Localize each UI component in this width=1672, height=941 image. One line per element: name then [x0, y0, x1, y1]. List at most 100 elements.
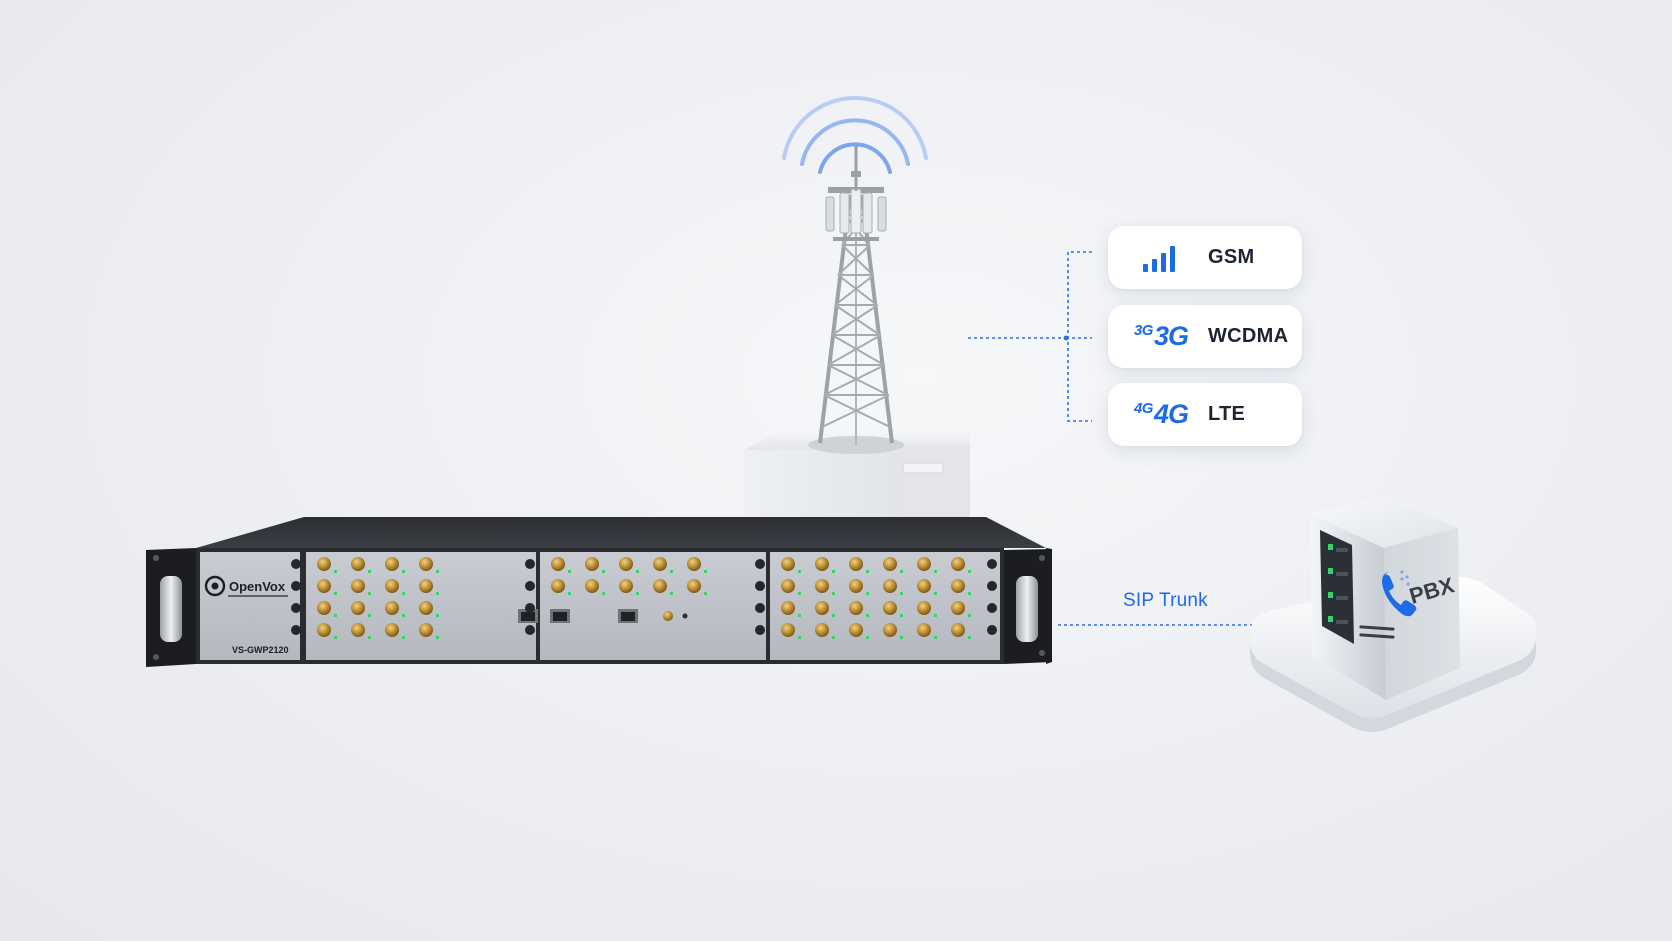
module-screw: [987, 581, 997, 591]
sma-connector: [385, 579, 399, 593]
module-screw: [755, 625, 765, 635]
sma-connector: [849, 623, 863, 637]
status-led: [704, 570, 707, 573]
sma-connector: [883, 557, 897, 571]
sma-connector: [951, 579, 965, 593]
module-screw: [291, 581, 301, 591]
network-label-wcdma: WCDMA: [1208, 325, 1289, 347]
brand-name: OpenVox: [229, 579, 286, 594]
sma-connector: [351, 623, 365, 637]
status-led: [402, 636, 405, 639]
sma-connector: [883, 623, 897, 637]
status-led: [900, 636, 903, 639]
module-screw: [755, 581, 765, 591]
openvox-logo: OpenVox: [204, 575, 288, 597]
status-led: [368, 614, 371, 617]
signal-bars-icon: [1126, 238, 1196, 278]
status-led: [866, 614, 869, 617]
status-led: [934, 592, 937, 595]
sma-connector: [687, 557, 701, 571]
sma-connector: [351, 579, 365, 593]
sma-connector: [815, 601, 829, 615]
status-led: [866, 570, 869, 573]
sma-connector: [951, 601, 965, 615]
4g-icon: 4G 4G: [1126, 395, 1196, 435]
sma-connector: [385, 557, 399, 571]
3g-icon: 3G 3G: [1126, 317, 1196, 357]
cell-tower: [744, 145, 970, 545]
network-badge-wcdma: 3G 3G WCDMA: [1108, 305, 1302, 368]
status-led: [402, 592, 405, 595]
4g-big-glyph: 4G: [1153, 399, 1189, 429]
status-led: [832, 592, 835, 595]
sma-connector: [317, 623, 331, 637]
status-led: [402, 570, 405, 573]
status-led: [334, 570, 337, 573]
antenna-connectors: [291, 557, 997, 639]
sma-connector: [585, 557, 599, 571]
status-led: [968, 636, 971, 639]
status-led: [832, 570, 835, 573]
status-led: [934, 636, 937, 639]
sma-connector: [815, 623, 829, 637]
sma-connector: [653, 579, 667, 593]
4g-small-glyph: 4G: [1133, 400, 1154, 417]
sma-connector: [951, 557, 965, 571]
status-led: [798, 592, 801, 595]
network-badge-lte: 4G 4G LTE: [1108, 383, 1302, 446]
sma-connector: [781, 579, 795, 593]
network-badge-gsm: GSM: [1108, 226, 1302, 289]
sma-connector: [385, 623, 399, 637]
sma-connector: [951, 623, 965, 637]
status-led: [602, 592, 605, 595]
sma-connector: [317, 557, 331, 571]
sip-trunk-label: SIP Trunk: [1123, 590, 1208, 611]
module-screw: [525, 603, 535, 613]
sma-connector: [781, 623, 795, 637]
sma-connector: [687, 579, 701, 593]
status-led: [368, 570, 371, 573]
3g-big-glyph: 3G: [1153, 321, 1189, 351]
module-screw: [291, 625, 301, 635]
sma-connector: [419, 623, 433, 637]
status-led: [670, 570, 673, 573]
module-screw: [755, 603, 765, 613]
sma-connector: [849, 557, 863, 571]
status-led: [934, 570, 937, 573]
status-led: [968, 570, 971, 573]
module-screw: [525, 559, 535, 569]
module-screw: [987, 559, 997, 569]
sma-connector: [317, 601, 331, 615]
status-led: [334, 636, 337, 639]
sma-connector: [551, 557, 565, 571]
right-handle: [1016, 576, 1038, 642]
status-led: [436, 592, 439, 595]
status-led: [934, 614, 937, 617]
sma-connector: [317, 579, 331, 593]
bracket-junction-dot: [1063, 335, 1069, 341]
sma-connector: [815, 557, 829, 571]
sma-connector: [917, 623, 931, 637]
3g-small-glyph: 3G: [1133, 322, 1154, 339]
status-led: [602, 570, 605, 573]
sma-connector: [849, 601, 863, 615]
network-label-gsm: GSM: [1208, 246, 1255, 268]
sma-connector: [351, 601, 365, 615]
status-led: [368, 636, 371, 639]
sma-connector: [883, 579, 897, 593]
sma-connector: [419, 579, 433, 593]
sma-connector: [551, 579, 565, 593]
module-screw: [987, 603, 997, 613]
status-led: [832, 636, 835, 639]
sma-connector: [849, 579, 863, 593]
sma-connector: [781, 601, 795, 615]
sma-connector: [619, 557, 633, 571]
status-led: [636, 592, 639, 595]
pbx-device: PBX: [1250, 496, 1537, 732]
pbx-status-leds: [1328, 544, 1348, 624]
module-screw: [755, 559, 765, 569]
status-led: [368, 592, 371, 595]
status-led: [436, 636, 439, 639]
